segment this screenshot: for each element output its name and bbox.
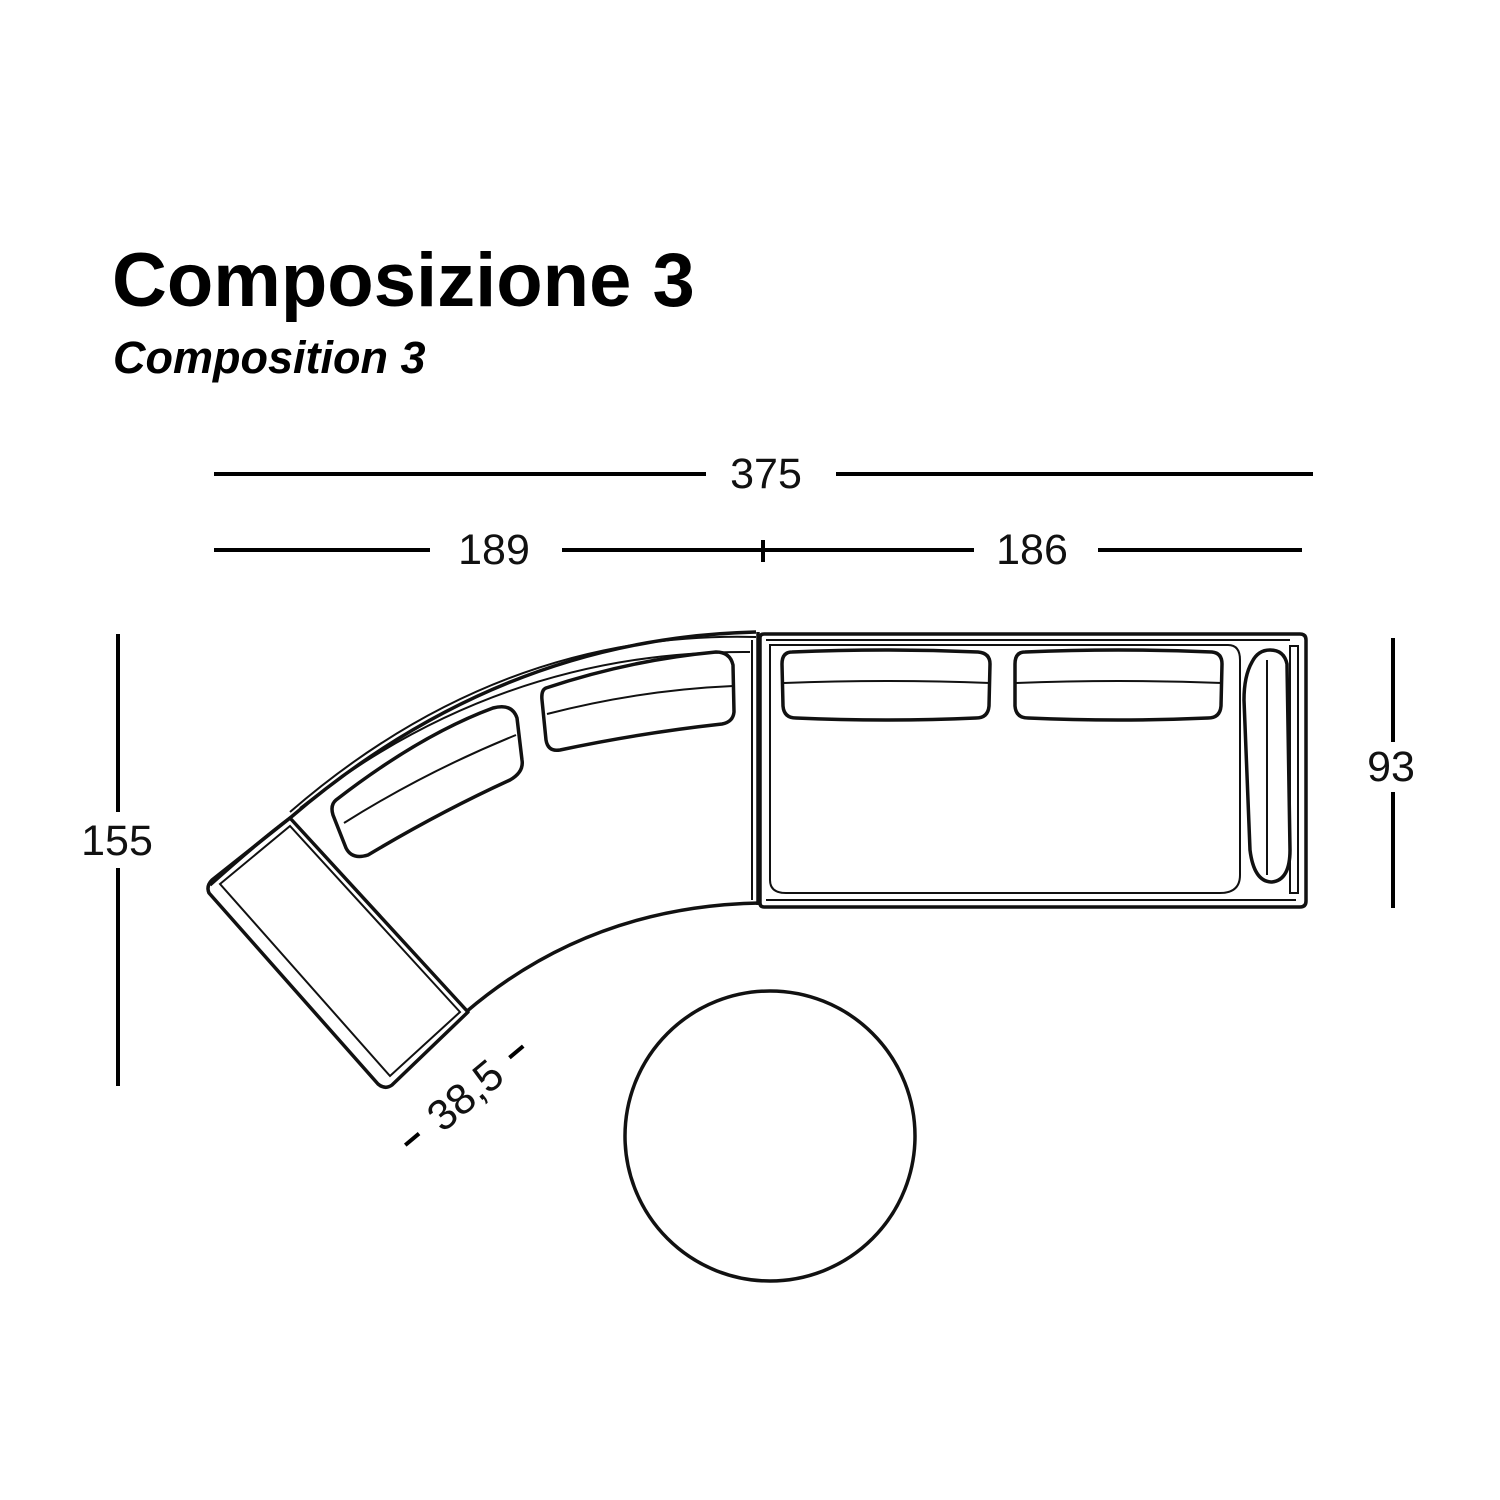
page-title: Composizione 3 (112, 238, 695, 323)
round-coffee-table (623, 989, 917, 1283)
straight-back-cushion-2 (1013, 648, 1224, 722)
dimension-right-width-label: 186 (996, 526, 1068, 574)
dimension-total-depth-label: 155 (81, 817, 153, 865)
armrest-end-module (206, 816, 470, 1089)
dimension-total-depth: 155 (81, 634, 153, 1086)
page-subtitle: Composition 3 (113, 332, 426, 383)
dimension-left-width-label: 189 (458, 526, 530, 574)
curved-back-cushion-1 (330, 705, 524, 859)
curved-back-cushion-2 (540, 650, 736, 753)
dimension-total-width: 375 (214, 450, 1313, 498)
dimension-right-depth-label: 93 (1367, 743, 1415, 791)
dimension-module-widths: 189 186 (214, 526, 1302, 574)
dimension-right-depth: 93 (1367, 638, 1415, 908)
straight-sofa-module (758, 632, 1308, 909)
dimension-armrest-width: 38,5 (403, 1044, 525, 1147)
straight-back-cushion-1 (780, 648, 992, 722)
dimension-total-width-label: 375 (730, 450, 802, 498)
dimension-armrest-width-label: 38,5 (418, 1050, 513, 1141)
side-cushion (1242, 648, 1292, 884)
